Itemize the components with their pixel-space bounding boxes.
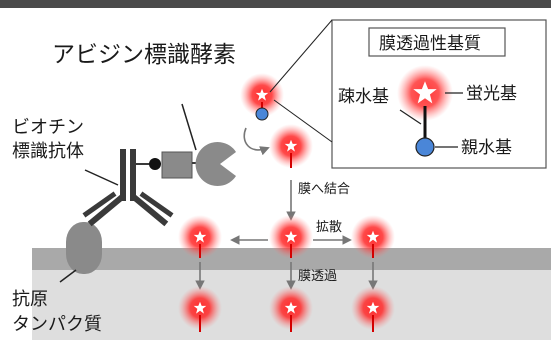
legend-molecule	[397, 65, 453, 157]
substrate-molecule-unreacted	[240, 73, 284, 121]
hydrophobic-leader	[399, 109, 422, 125]
internal-molecule-center	[269, 286, 313, 332]
biotin-antibody-label-line2: 標識抗体	[12, 141, 84, 162]
membrane-binding-label: 膜へ結合	[298, 182, 350, 197]
antibody-leader-line	[84, 169, 119, 186]
top-bar	[0, 0, 551, 8]
legend-hydrophilic-label: 親水基	[461, 138, 512, 158]
reaction-arrow	[243, 127, 270, 156]
membrane-molecule-center	[269, 215, 313, 259]
antigen-label-line1: 抗原	[12, 289, 48, 310]
antigen-label-line2: タンパク質	[12, 314, 102, 335]
biotin-dot	[149, 158, 161, 170]
antibody-icon	[82, 149, 174, 227]
internal-molecule-right	[351, 286, 395, 332]
internal-molecule-left	[178, 286, 222, 332]
membrane-band	[32, 248, 551, 270]
membrane-molecule-left	[178, 215, 222, 259]
substrate-molecule-cleaved	[269, 124, 313, 168]
legend-title: 膜透過性基質	[379, 34, 481, 54]
antigen-protein	[66, 222, 102, 274]
membrane-permeation-label: 膜透過	[298, 269, 337, 284]
membrane-molecule-right	[351, 215, 395, 259]
enzyme-leader-line	[181, 103, 197, 151]
avidin-block	[161, 151, 193, 179]
legend-pointer-line-2	[269, 19, 333, 93]
pacman-enzyme-icon	[195, 142, 236, 186]
legend-title-box	[368, 27, 506, 57]
biotin-antibody-label-line1: ビオチン	[12, 117, 84, 138]
legend-fluorophore-label: 蛍光基	[466, 84, 517, 104]
legend-pointer-line-1	[273, 99, 333, 143]
avidin-enzyme-label: アビジン標識酵素	[52, 42, 236, 68]
antigen-leader-line	[59, 269, 77, 283]
diffusion-label: 拡散	[316, 220, 342, 235]
legend-hydrophobic-label: 疎水基	[338, 87, 389, 107]
